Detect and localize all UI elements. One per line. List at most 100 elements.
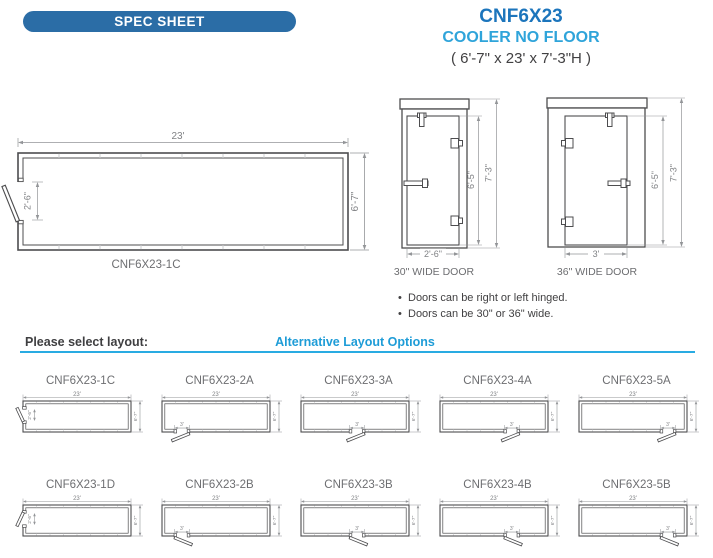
layout-thumbnail: 23' 6'-7" 3'	[578, 496, 699, 547]
svg-text:7'-3": 7'-3"	[669, 164, 679, 182]
svg-text:23': 23'	[73, 392, 81, 398]
note-hinge: • Doors can be right or left hinged.	[398, 291, 568, 307]
svg-text:6'-7": 6'-7"	[689, 515, 695, 525]
layout-thumbnail: 23' 6'-7" 3'	[439, 392, 560, 443]
layout-option-label: CNF6X23-3A	[324, 375, 393, 387]
layout-thumbnail: 23' 6'-7" 3'	[161, 392, 282, 443]
model-title: CNF6X23	[479, 6, 563, 27]
svg-text:3': 3'	[510, 422, 514, 428]
svg-text:6'-5": 6'-5"	[466, 171, 476, 189]
svg-text:2'-6": 2'-6"	[27, 410, 33, 420]
layout-option-label: CNF6X23-4B	[463, 479, 532, 491]
layout-option-label: CNF6X23-1C	[45, 375, 116, 387]
door-30-height-dimension: 6'-5"	[460, 115, 482, 246]
note-width: • Doors can be 30" or 36" wide.	[398, 307, 568, 323]
layout-option-label: CNF6X23-5B	[602, 479, 671, 491]
layout-option-cnf6x23-2a[interactable]: CNF6X23-2A 23' 6'-7" 3'	[150, 374, 289, 453]
door-30-drawing: 6'-5" 7'-3" 2'-6" 30" WIDE DOOR	[394, 98, 500, 278]
layout-option-label: CNF6X23-2A	[185, 375, 254, 387]
svg-text:2'-6": 2'-6"	[27, 514, 33, 524]
svg-text:6'-7": 6'-7"	[350, 191, 361, 211]
hinge-icon	[450, 215, 459, 226]
door-36-overall-dimension: 7'-3"	[646, 97, 685, 248]
door-36-drawing: 6'-5" 7'-3" 3' 36" WIDE DOOR	[546, 97, 685, 278]
svg-text:3': 3'	[666, 422, 670, 428]
spec-sheet-banner: SPEC SHEET	[23, 11, 296, 32]
layout-option-cnf6x23-4a[interactable]: CNF6X23-4A 23' 6'-7" 3'	[428, 374, 567, 453]
door-36-frame	[546, 97, 648, 248]
svg-text:23': 23'	[629, 392, 637, 398]
plan-door: 2'-6"	[1, 177, 43, 225]
layout-option-cnf6x23-5a[interactable]: CNF6X23-5A 23' 6'-7" 3'	[567, 374, 706, 453]
svg-text:3': 3'	[180, 422, 184, 428]
layout-thumbnail: 23'6'-7"3'	[300, 392, 421, 443]
floor-plan-label: CNF6X23-1C	[111, 259, 180, 271]
svg-text:6'-7": 6'-7"	[411, 515, 417, 525]
svg-text:3': 3'	[510, 526, 514, 532]
svg-text:23': 23'	[73, 496, 81, 502]
layout-option-cnf6x23-1d[interactable]: CNF6X23-1D 23' 6'-7" 2'-6"	[11, 478, 150, 557]
svg-text:3': 3'	[180, 526, 184, 532]
svg-text:6'-5": 6'-5"	[650, 171, 660, 189]
door-handle-icon	[607, 180, 631, 186]
svg-text:23': 23'	[629, 496, 637, 502]
svg-text:3': 3'	[593, 249, 600, 259]
select-layout-prompt: Please select layout:	[25, 335, 148, 349]
section-divider	[20, 351, 695, 353]
layout-option-cnf6x23-4b[interactable]: CNF6X23-4B 23' 6'-7" 3'	[428, 478, 567, 557]
layout-thumbnail: 23' 6'-7" 3'	[578, 392, 699, 443]
svg-text:2'-6": 2'-6"	[23, 192, 33, 210]
svg-text:23': 23'	[490, 496, 498, 502]
layout-option-cnf6x23-2b[interactable]: CNF6X23-2B 23' 6'-7" 3'	[150, 478, 289, 557]
svg-text:6'-7": 6'-7"	[689, 411, 695, 421]
door-36-width-dimension: 3'	[564, 248, 628, 259]
svg-text:3': 3'	[355, 526, 359, 532]
layout-option-label: CNF6X23-1D	[45, 479, 116, 491]
hinge-icon	[450, 138, 459, 149]
svg-text:23': 23'	[212, 496, 220, 502]
layout-option-cnf6x23-5b[interactable]: CNF6X23-5B 23' 6'-7" 3'	[567, 478, 706, 557]
plan-door-leaf	[1, 184, 21, 223]
plan-width-dimension: 23'	[17, 131, 349, 147]
svg-text:6'-7": 6'-7"	[133, 411, 139, 421]
svg-text:6'-7": 6'-7"	[550, 515, 556, 525]
layout-thumbnail: 23' 6'-7" 3'	[439, 496, 560, 547]
svg-text:3': 3'	[666, 526, 670, 532]
plan-depth-dimension: 6'-7"	[350, 152, 369, 251]
door-30-width-dimension: 2'-6"	[406, 248, 460, 259]
title-block: CNF6X23 COOLER NO FLOOR ( 6'-7" x 23' x …	[411, 6, 631, 69]
svg-text:23': 23'	[351, 392, 359, 398]
layout-thumbnail: 23' 6'-7" 3'	[161, 496, 282, 547]
hinge-icon	[565, 138, 574, 149]
layout-option-label: CNF6X23-5A	[602, 375, 671, 387]
bullet-icon: •	[398, 292, 402, 304]
overall-size: ( 6'-7" x 23' x 7'-3"H )	[450, 50, 592, 67]
door-36-hardware	[561, 112, 631, 227]
door-36-label: 36" WIDE DOOR	[557, 266, 638, 278]
product-title: COOLER NO FLOOR	[442, 29, 600, 46]
door-notes: • Doors can be right or left hinged. • D…	[398, 291, 568, 322]
door-36-height-dimension: 6'-5"	[628, 115, 667, 246]
svg-text:23': 23'	[171, 131, 184, 142]
layout-row-1: CNF6X23-1C 23' 6'-7" 2'-6" CNF6X23-2A 23' 6'-7…	[11, 374, 706, 453]
layout-thumbnail: 23' 6'-7" 2'-6"	[15, 496, 143, 537]
svg-text:23': 23'	[212, 392, 220, 398]
layout-option-label: CNF6X23-2B	[185, 479, 254, 491]
floor-plan-drawing: 23'	[1, 131, 369, 271]
door-30-overall-dimension: 7'-3"	[468, 98, 500, 249]
svg-text:6'-7": 6'-7"	[272, 515, 278, 525]
door-30-label: 30" WIDE DOOR	[394, 266, 475, 278]
svg-text:23': 23'	[490, 392, 498, 398]
svg-text:6'-7": 6'-7"	[550, 411, 556, 421]
svg-text:6'-7": 6'-7"	[411, 411, 417, 421]
svg-text:6'-7": 6'-7"	[133, 515, 139, 525]
layout-row-2: CNF6X23-1D 23' 6'-7" 2'-6" CNF6X23-2B 23' 6'-7…	[11, 478, 706, 557]
hinge-icon	[565, 216, 574, 227]
layout-option-cnf6x23-1c[interactable]: CNF6X23-1C 23' 6'-7" 2'-6"	[11, 374, 150, 453]
svg-text:6'-7": 6'-7"	[272, 411, 278, 421]
layout-option-label: CNF6X23-4A	[463, 375, 532, 387]
bullet-icon: •	[398, 307, 402, 320]
svg-text:2'-6": 2'-6"	[424, 249, 442, 259]
